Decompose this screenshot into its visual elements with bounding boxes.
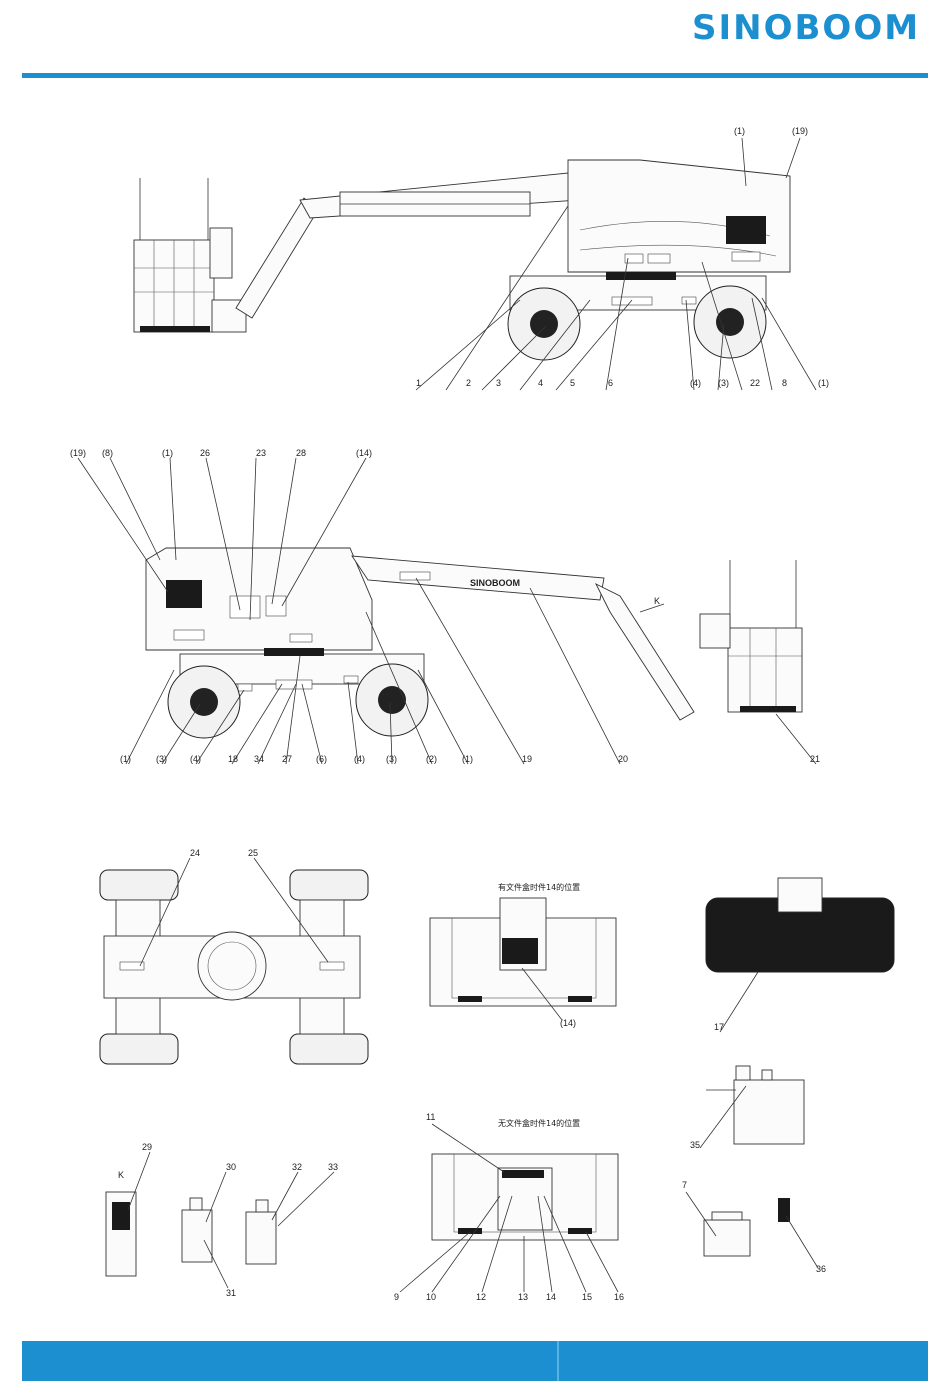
detail-30 bbox=[182, 1172, 228, 1288]
view2-machine: SINOBOOM bbox=[146, 548, 802, 738]
callout-7: 7 bbox=[682, 1180, 687, 1190]
callout-8: 8 bbox=[782, 378, 787, 388]
callout-32: 32 bbox=[292, 1162, 302, 1172]
v2-top-26: 26 bbox=[200, 448, 210, 458]
callout-35: 35 bbox=[690, 1140, 700, 1150]
v2-bot-34: 34 bbox=[254, 754, 264, 764]
v2-arrow-k: K bbox=[654, 596, 660, 606]
callout-1: 1 bbox=[416, 378, 421, 388]
platform-bottom-note: 无文件盒时件14的位置 bbox=[498, 1118, 580, 1128]
v2-top-14: (14) bbox=[356, 448, 372, 458]
view1-machine bbox=[134, 160, 790, 360]
callout-4: 4 bbox=[538, 378, 543, 388]
boom-text: SINOBOOM bbox=[470, 578, 520, 588]
detail-k-label: K bbox=[118, 1170, 124, 1180]
callout-13: 13 bbox=[518, 1292, 528, 1302]
v2-bot-1b: (1) bbox=[462, 754, 473, 764]
callout-4b: (4) bbox=[690, 378, 701, 388]
v2-bot-20: 20 bbox=[618, 754, 628, 764]
callout-25: 25 bbox=[248, 848, 258, 858]
v2-bot-4a: (4) bbox=[190, 754, 201, 764]
callout-top-1: (1) bbox=[734, 126, 745, 136]
detail-32 bbox=[246, 1172, 334, 1264]
v2-bot-3a: (3) bbox=[156, 754, 167, 764]
detail-7 bbox=[686, 1192, 750, 1256]
callout-14: 14 bbox=[546, 1292, 556, 1302]
detail-36 bbox=[778, 1198, 818, 1268]
callout-10: 10 bbox=[426, 1292, 436, 1302]
v2-top-23: 23 bbox=[256, 448, 266, 458]
v2-top-19: (19) bbox=[70, 448, 86, 458]
callout-top-19: (19) bbox=[792, 126, 808, 136]
callout-11: 11 bbox=[426, 1112, 435, 1122]
v2-bot-19: 19 bbox=[522, 754, 532, 764]
v2-bot-2: (2) bbox=[426, 754, 437, 764]
callout-9: 9 bbox=[394, 1292, 399, 1302]
callout-33: 33 bbox=[328, 1162, 338, 1172]
callout-5: 5 bbox=[570, 378, 575, 388]
detail-17 bbox=[706, 878, 894, 1032]
footer-divider bbox=[557, 1341, 559, 1381]
callout-31: 31 bbox=[226, 1288, 236, 1298]
v2-bot-1a: (1) bbox=[120, 754, 131, 764]
platform-top-view bbox=[430, 898, 616, 1020]
callout-2: 2 bbox=[466, 378, 471, 388]
v2-top-1: (1) bbox=[162, 448, 173, 458]
callout-3b: (3) bbox=[718, 378, 729, 388]
callout-15: 15 bbox=[582, 1292, 592, 1302]
callout-30: 30 bbox=[226, 1162, 236, 1172]
detail-35 bbox=[700, 1066, 804, 1148]
footer-bar bbox=[22, 1341, 928, 1381]
callout-1b: (1) bbox=[818, 378, 829, 388]
callout-29: 29 bbox=[142, 1142, 152, 1152]
v2-bot-21: 21 bbox=[810, 754, 820, 764]
callout-24: 24 bbox=[190, 848, 200, 858]
platform-bottom-view bbox=[400, 1124, 618, 1292]
callout-6: 6 bbox=[608, 378, 613, 388]
v2-bot-3b: (3) bbox=[386, 754, 397, 764]
callout-17: 17 bbox=[714, 1022, 724, 1032]
callout-22: 22 bbox=[750, 378, 760, 388]
v2-bot-6: (6) bbox=[316, 754, 327, 764]
v2-top-28: 28 bbox=[296, 448, 306, 458]
callout-14-top: (14) bbox=[560, 1018, 576, 1028]
v2-bot-27: 27 bbox=[282, 754, 292, 764]
chassis-top-view bbox=[100, 858, 368, 1064]
v2-bot-18: 18 bbox=[228, 754, 238, 764]
platform-top-note: 有文件盒时件14的位置 bbox=[498, 882, 580, 892]
detail-k bbox=[106, 1152, 150, 1276]
callout-36: 36 bbox=[816, 1264, 826, 1274]
v2-top-8: (8) bbox=[102, 448, 113, 458]
callout-16: 16 bbox=[614, 1292, 624, 1302]
v2-bot-4b: (4) bbox=[354, 754, 365, 764]
callout-3: 3 bbox=[496, 378, 501, 388]
callout-12: 12 bbox=[476, 1292, 486, 1302]
